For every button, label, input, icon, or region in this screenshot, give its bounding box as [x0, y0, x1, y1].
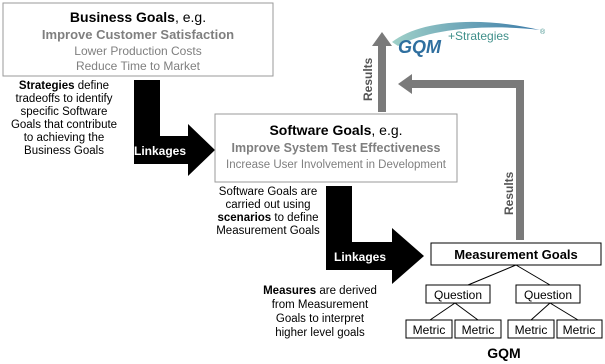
- svg-text:to achieving the: to achieving the: [24, 132, 105, 144]
- svg-text:Goals to interpret: Goals to interpret: [276, 313, 365, 325]
- linkages-label-1: Linkages: [134, 144, 186, 158]
- business-goals-box: Business Goals, e.g. Improve Customer Sa…: [2, 2, 274, 77]
- linkages-arrow-1: Linkages: [134, 80, 215, 176]
- svg-text:carried out using: carried out using: [225, 199, 310, 211]
- gqm-caption: GQM: [487, 345, 520, 361]
- question-box-2: Question: [515, 284, 581, 304]
- measures-note: Measures are derived from Measurement Go…: [263, 285, 377, 339]
- results-arrow-1: Results: [361, 32, 392, 112]
- tree-connectors: [429, 264, 579, 321]
- scenarios-note: Software Goals are carried out using sce…: [216, 186, 320, 237]
- strategies-note: Strategies define tradeoffs to identify …: [11, 80, 117, 157]
- software-goals-box: Software Goals, e.g. Improve System Test…: [214, 113, 458, 183]
- svg-text:from Measurement: from Measurement: [272, 299, 369, 311]
- measurement-goals-box: Measurement Goals: [430, 242, 602, 266]
- svg-text:scenarios to define: scenarios to define: [217, 212, 318, 224]
- software-goal-test-effectiveness: Improve System Test Effectiveness: [232, 141, 441, 155]
- gqm-strategies-logo: GQM +Strategies ®: [392, 21, 546, 57]
- business-goals-title: Business Goals, e.g.: [70, 9, 206, 25]
- metric-label-4: Metric: [563, 323, 596, 337]
- svg-text:tradeoffs to identify: tradeoffs to identify: [16, 93, 113, 105]
- question-box-1: Question: [425, 284, 491, 304]
- software-goal-user-involvement: Increase User Involvement in Development: [226, 159, 447, 171]
- question-label-2: Question: [524, 288, 572, 302]
- gqm-tree: Measurement Goals Question Question Metr…: [405, 242, 603, 361]
- svg-text:Software Goals are: Software Goals are: [219, 186, 317, 198]
- business-goal-time-to-market: Reduce Time to Market: [76, 59, 201, 73]
- metric-box-4: Metric: [556, 319, 603, 339]
- metric-box-3: Metric: [507, 319, 555, 339]
- logo-gqm-text: GQM: [398, 37, 442, 57]
- question-label-1: Question: [434, 288, 482, 302]
- logo-registered-mark: ®: [540, 28, 546, 36]
- metric-label-2: Metric: [462, 323, 495, 337]
- results-label-2: Results: [502, 171, 516, 215]
- svg-text:Strategies define: Strategies define: [19, 80, 109, 92]
- svg-text:Business Goals: Business Goals: [24, 145, 104, 157]
- svg-text:specific Software: specific Software: [21, 106, 108, 118]
- metric-label-3: Metric: [515, 323, 548, 337]
- linkages-label-2: Linkages: [334, 250, 386, 264]
- metric-box-1: Metric: [405, 319, 453, 339]
- svg-text:Measurement Goals: Measurement Goals: [216, 225, 320, 237]
- svg-text:Measures are derived: Measures are derived: [263, 285, 377, 297]
- measurement-goals-label: Measurement Goals: [454, 247, 578, 262]
- metric-label-1: Metric: [413, 323, 446, 337]
- business-goal-customer-satisfaction: Improve Customer Satisfaction: [42, 27, 234, 42]
- linkages-arrow-2: Linkages: [326, 186, 424, 284]
- business-goal-production-costs: Lower Production Costs: [74, 44, 201, 58]
- results-arrow-2: Results: [398, 74, 524, 240]
- results-label-1: Results: [361, 57, 375, 101]
- metric-box-2: Metric: [454, 319, 502, 339]
- software-goals-title: Software Goals, e.g.: [269, 122, 402, 138]
- logo-strategies-text: +Strategies: [448, 29, 509, 43]
- svg-text:higher level goals: higher level goals: [275, 327, 365, 339]
- svg-text:Goals that contribute: Goals that contribute: [11, 119, 117, 131]
